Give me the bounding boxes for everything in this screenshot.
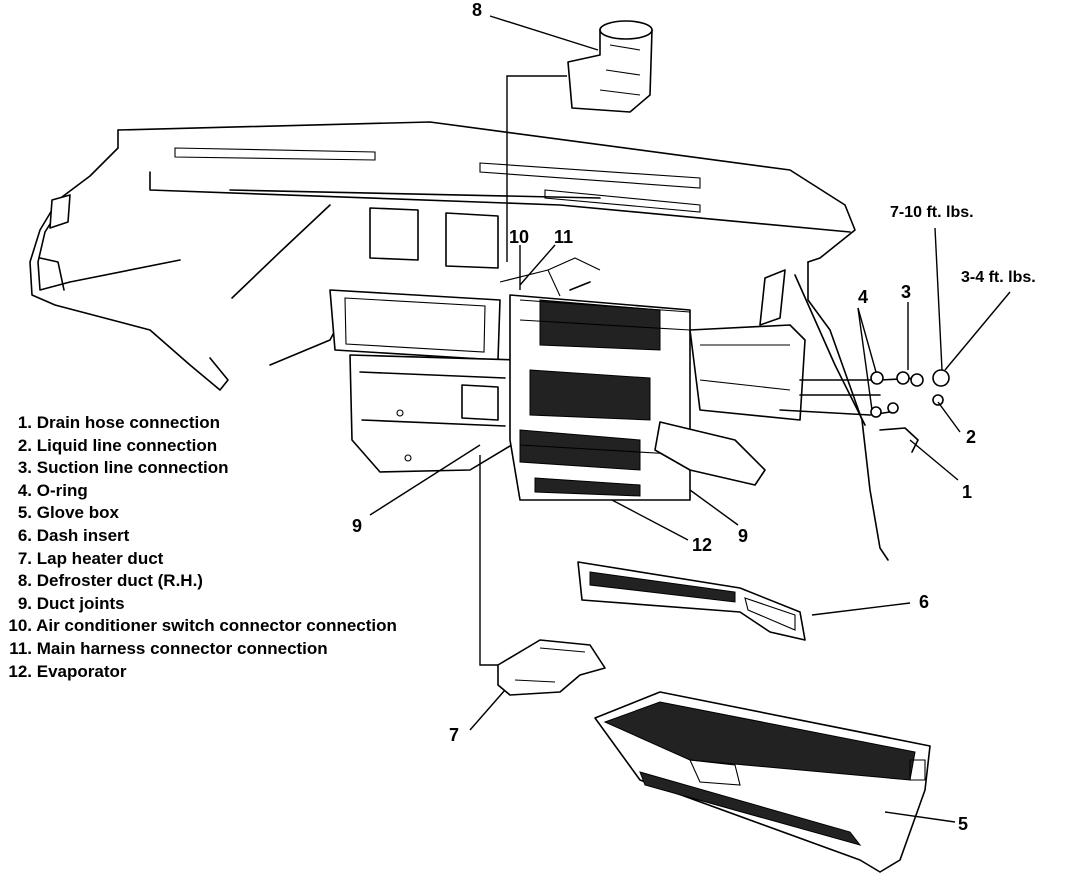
- callout-12: 12: [692, 535, 713, 555]
- legend-item: 7. Lap heater duct: [2, 548, 397, 571]
- legend-item: 9. Duct joints: [2, 593, 397, 616]
- legend-number: 4.: [17, 480, 32, 500]
- callout-1: 1: [962, 482, 973, 502]
- legend-item: 3. Suction line connection: [2, 457, 397, 480]
- evaporator-unit: [499, 257, 806, 501]
- legend-number: 7.: [17, 548, 32, 568]
- legend-number: 2.: [17, 435, 32, 455]
- torque-spec-suction: 7-10 ft. lbs.: [890, 204, 974, 221]
- legend-item: 11. Main harness connector connection: [2, 638, 397, 661]
- torque-spec-liquid: 3-4 ft. lbs.: [961, 269, 1036, 286]
- defroster-duct: [567, 20, 653, 113]
- legend-number: 1.: [17, 413, 32, 432]
- legend-item: 5. Glove box: [2, 502, 397, 525]
- legend-item: 10. Air conditioner switch connector con…: [2, 615, 397, 638]
- legend-text: Duct joints: [36, 593, 125, 613]
- legend-number: 8.: [17, 571, 32, 591]
- legend-number: 11.: [9, 638, 32, 658]
- legend-number: 5.: [17, 503, 32, 523]
- legend-number: 10.: [8, 616, 32, 636]
- instrument-panel: [29, 121, 889, 561]
- legend-text: Dash insert: [36, 525, 130, 545]
- legend-number: 9.: [17, 593, 32, 613]
- legend-text: Defroster duct (R.H.): [36, 571, 203, 591]
- callout-4: 4: [858, 287, 869, 307]
- legend-item: 2. Liquid line connection: [2, 435, 397, 458]
- callout-6: 6: [919, 592, 930, 612]
- callout-8: 8: [472, 0, 483, 20]
- callout-9-left: 9: [352, 516, 363, 536]
- callout-11: 11: [554, 227, 574, 247]
- legend-item: 4. O-ring: [2, 480, 397, 503]
- legend-item: 8. Defroster duct (R.H.): [2, 570, 397, 593]
- legend-number: 6.: [17, 525, 32, 545]
- legend-text: Lap heater duct: [36, 548, 164, 568]
- dash-insert: [577, 561, 806, 641]
- callout-5: 5: [958, 814, 969, 834]
- callout-3: 3: [901, 282, 912, 302]
- callout-2: 2: [966, 427, 977, 447]
- legend-text: O-ring: [36, 480, 88, 500]
- leader-lines: [369, 15, 1011, 823]
- refrigerant-lines: [779, 369, 950, 453]
- legend-text: Air conditioner switch connector connect…: [36, 616, 397, 636]
- lap-heater-duct: [497, 639, 606, 696]
- legend-text: Liquid line connection: [36, 435, 218, 455]
- legend-item: 1. Drain hose connection: [2, 412, 397, 435]
- parts-legend: 1. Drain hose connection 2. Liquid line …: [2, 412, 397, 683]
- legend-text: Glove box: [36, 503, 119, 523]
- legend-item: 6. Dash insert: [2, 525, 397, 548]
- callout-9-right: 9: [738, 526, 749, 546]
- legend-item: 12. Evaporator: [2, 661, 397, 684]
- callout-10: 10: [509, 227, 530, 247]
- glove-box: [594, 691, 931, 873]
- legend-text: Suction line connection: [36, 458, 229, 478]
- callout-7: 7: [449, 725, 460, 745]
- legend-text: Drain hose connection: [36, 413, 220, 432]
- legend-text: Evaporator: [36, 661, 127, 681]
- legend-number: 3.: [17, 458, 32, 478]
- legend-text: Main harness connector connection: [36, 638, 328, 658]
- legend-number: 12.: [8, 661, 32, 681]
- heater-housing: [329, 289, 521, 473]
